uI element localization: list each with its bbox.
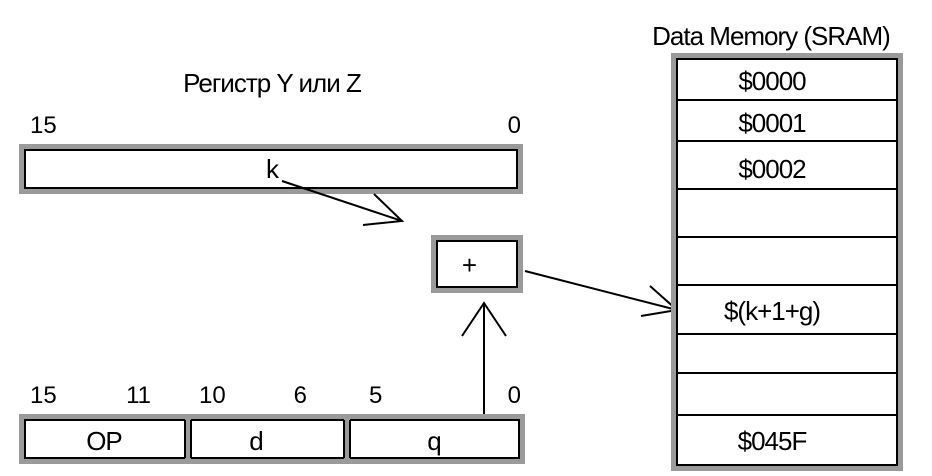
instruction-bit-11: 11: [126, 382, 151, 409]
instruction-bit-5: 5: [369, 382, 382, 409]
adder-box: [431, 235, 523, 293]
instruction-bit-0: 0: [508, 382, 521, 409]
instruction-bit-6: 6: [294, 382, 307, 409]
memory-cell-0001: $0001: [738, 108, 806, 138]
instruction-field-d: d: [249, 426, 262, 456]
register-field-k: k: [266, 154, 280, 184]
register-title: Регистр Y или Z: [183, 68, 362, 98]
memory-title: Data Memory (SRAM): [652, 21, 890, 51]
instruction-field-op: OP: [86, 426, 122, 456]
memory-box: [671, 53, 903, 471]
instruction-bit-labels: 15 11 10 6 5 0: [30, 382, 521, 409]
adder-symbol: +: [462, 250, 476, 280]
register-bit-low: 0: [508, 112, 521, 139]
memory-cell-target: $(k+1+g): [724, 296, 820, 326]
memory-cell-0000: $0000: [738, 66, 806, 96]
instruction-field-q: q: [427, 426, 440, 456]
arrow-k-to-adder: [281, 180, 405, 226]
register-bit-high: 15: [30, 112, 57, 139]
arrow-q-to-adder: [461, 301, 507, 420]
instruction-box: [19, 414, 525, 464]
arrow-adder-to-memory: [524, 270, 680, 317]
instruction-bit-10: 10: [199, 382, 226, 409]
memory-cell-045f: $045F: [738, 426, 807, 456]
memory-cell-0002: $0002: [738, 154, 806, 184]
instruction-bit-15: 15: [30, 382, 57, 409]
register-box: [19, 144, 523, 194]
memory-cells: $0000 $0001 $0002 $(k+1+g) $045F: [724, 66, 821, 456]
